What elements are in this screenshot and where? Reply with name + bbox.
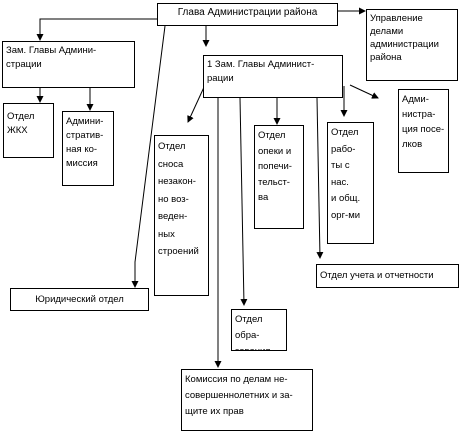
node-legal: Юридический отдел <box>10 288 149 311</box>
arrow-first-deputy-to-settlements <box>349 84 379 99</box>
node-management-label: Управление делами администрации района <box>370 13 439 63</box>
node-accounting-label: Отдел учета и отчетности <box>320 270 434 281</box>
node-deputy: Зам. Главы Админи- страции <box>2 41 135 88</box>
arrow-first-deputy-to-demolition <box>187 84 206 123</box>
node-admin-commission-label: Админи- стратив- ная ко- миссия <box>66 116 104 169</box>
node-settlements: Адми- нистра- ция посе- лков <box>398 89 449 173</box>
node-management: Управление делами администрации района <box>366 9 458 81</box>
node-first-deputy-label: 1 Зам. Главы Админист- рации <box>207 59 315 84</box>
node-housing-label: Отдел ЖКХ <box>7 111 35 136</box>
node-population-label: Отдел рабо- ты с нас. и общ. орг-ми <box>331 127 361 221</box>
node-guardianship: Отдел опеки и попечи- тельст- ва <box>254 125 304 229</box>
node-housing: Отдел ЖКХ <box>3 103 54 158</box>
node-accounting: Отдел учета и отчетности <box>316 264 459 288</box>
node-admin-commission: Админи- стратив- ная ко- миссия <box>62 111 114 186</box>
node-guardianship-label: Отдел опеки и попечи- тельст- ва <box>258 130 292 203</box>
arrow-first-deputy-to-accounting <box>316 97 324 259</box>
node-head: Глава Администрации района <box>157 3 338 26</box>
node-education: Отдел обра- зования <box>231 309 287 351</box>
node-demolition-label: Отдел сноса незакон- но воз- веден- ных … <box>158 141 199 257</box>
node-first-deputy: 1 Зам. Главы Админист- рации <box>203 55 343 98</box>
node-settlements-label: Адми- нистра- ция посе- лков <box>402 94 445 150</box>
arrow-first-deputy-to-education <box>239 97 248 306</box>
node-education-label: Отдел обра- зования <box>235 314 270 350</box>
arrow-head-to-legal <box>131 25 166 288</box>
node-demolition: Отдел сноса незакон- но воз- веден- ных … <box>154 135 209 296</box>
arrow-head-to-deputy <box>36 18 158 41</box>
node-population: Отдел рабо- ты с нас. и общ. орг-ми <box>327 122 374 244</box>
node-head-label: Глава Администрации района <box>177 7 318 18</box>
node-minors: Комиссия по делам не- совершеннолетних и… <box>181 369 313 431</box>
node-legal-label: Юридический отдел <box>35 294 124 305</box>
node-deputy-label: Зам. Главы Админи- страции <box>6 45 97 70</box>
node-minors-label: Комиссия по делам не- совершеннолетних и… <box>185 374 293 417</box>
